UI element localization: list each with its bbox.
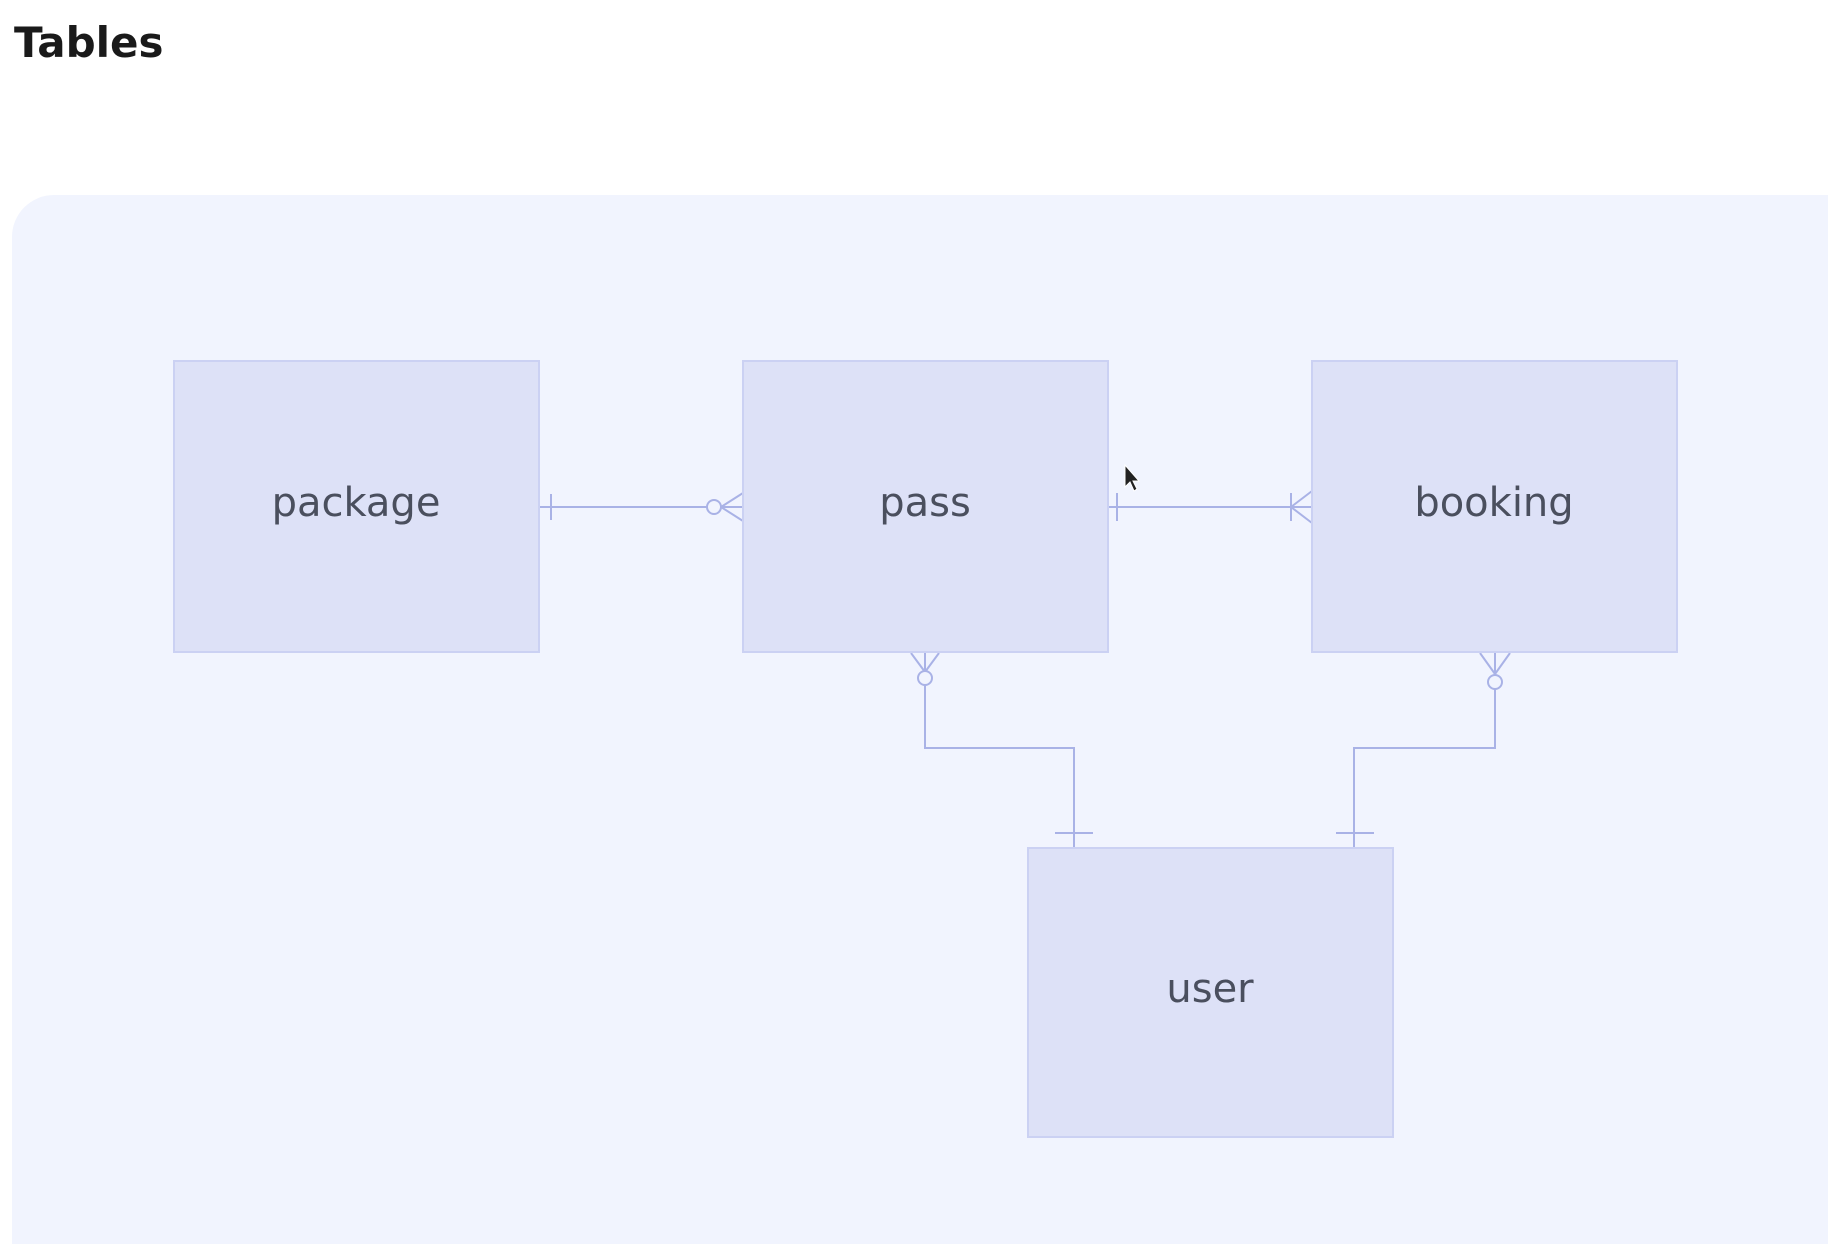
crowfoot-left [1479,652,1496,675]
crowfoot-upper [720,492,744,508]
entity-pass[interactable]: pass [742,360,1109,653]
mouse-cursor-icon [1124,463,1141,492]
zero-marker [706,499,722,515]
relationship-user-pass[interactable] [910,652,1093,848]
entity-label: pass [879,480,971,526]
crowfoot-right [1494,652,1511,675]
relationship-pass-booking[interactable] [1108,490,1313,524]
zero-marker [917,670,933,686]
entity-label: user [1166,966,1254,1012]
entity-package[interactable]: package [173,360,540,653]
entity-user[interactable]: user [1027,847,1394,1138]
entity-booking[interactable]: booking [1311,360,1678,653]
crowfoot-lower [1290,506,1313,524]
relationship-user-booking[interactable] [1336,652,1511,848]
page-title: Tables [14,18,164,67]
entity-label: booking [1414,480,1573,526]
crowfoot-lower [720,506,744,522]
entity-label: package [272,480,441,526]
crowfoot-left [910,652,926,673]
crowfoot-upper [1290,490,1313,508]
crowfoot-right [924,652,940,673]
relationship-package-pass[interactable] [539,492,744,522]
zero-marker [1487,674,1503,690]
